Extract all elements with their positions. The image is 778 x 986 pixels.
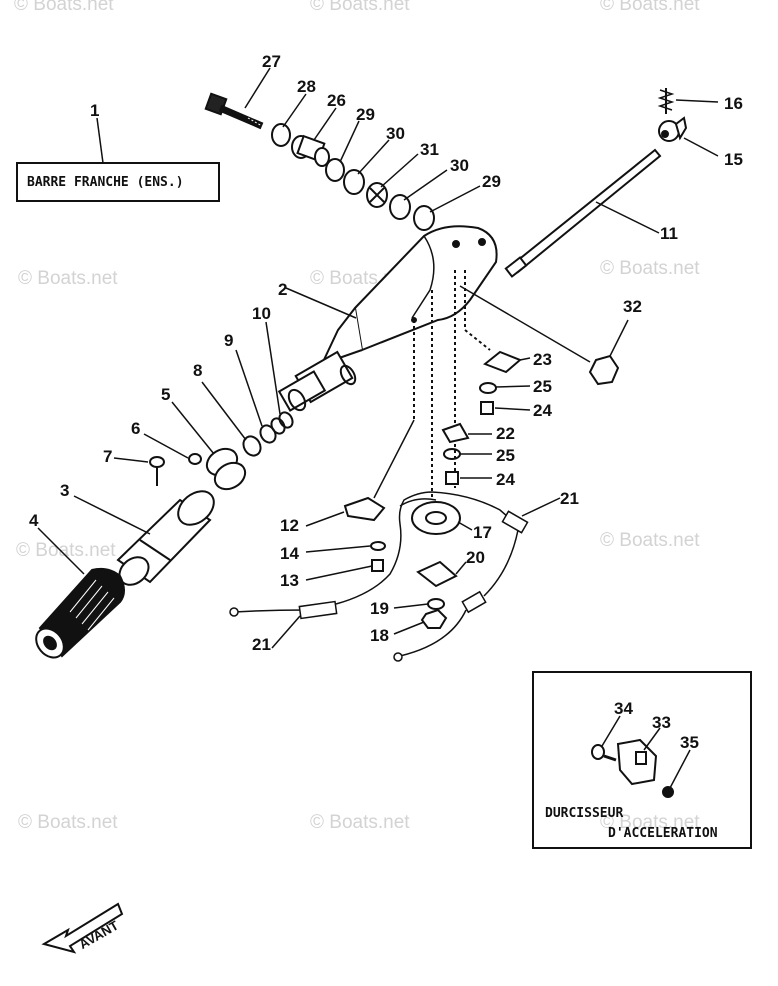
washer-29b — [413, 205, 435, 231]
callout-17: 17 — [473, 523, 492, 542]
ball-joint-15 — [658, 116, 688, 142]
screw-13 — [371, 559, 384, 572]
callout-18: 18 — [370, 626, 389, 645]
washer-9 — [259, 424, 277, 444]
throttle-rod-11 — [504, 148, 662, 278]
callout-2: 2 — [278, 280, 288, 299]
callout-13: 13 — [280, 571, 299, 590]
inset-box — [532, 671, 752, 849]
callout-32: 32 — [623, 297, 642, 316]
callout-21b: 21 — [560, 489, 579, 508]
callout-25a: 25 — [533, 377, 552, 396]
callout-33: 33 — [652, 713, 671, 732]
callout-29a: 29 — [356, 105, 375, 124]
watermark: © Boats.net — [18, 268, 118, 289]
callout-4: 4 — [29, 511, 39, 530]
front-arrow — [41, 902, 124, 954]
watermark: © Boats.net — [600, 812, 700, 833]
callout-29b: 29 — [482, 172, 501, 191]
watermark: © Boats.net — [18, 812, 118, 833]
watermark: © Boats.net — [14, 0, 114, 15]
watermark: © Boats.net — [310, 0, 410, 15]
callout-11: 11 — [660, 224, 678, 243]
callout-20: 20 — [466, 548, 485, 567]
callout-22: 22 — [496, 424, 515, 443]
washer-25b — [443, 448, 461, 460]
title-box-label: BARRE FRANCHE (ENS.) — [27, 175, 184, 190]
nut-32 — [588, 354, 620, 386]
watermark: © Boats.net — [600, 0, 700, 15]
washer-28 — [271, 123, 291, 147]
washer-19 — [427, 598, 445, 610]
clip-22 — [441, 422, 470, 444]
screw-7 — [149, 456, 165, 486]
callout-1: 1 — [90, 101, 100, 120]
watermark: © Boats.net — [310, 812, 410, 833]
callout-30b: 30 — [450, 156, 469, 175]
callout-35: 35 — [680, 733, 699, 752]
tiller-bracket-2 — [277, 225, 498, 412]
washer-29 — [325, 158, 345, 182]
callout-12: 12 — [280, 516, 299, 535]
callout-16: 16 — [724, 94, 743, 113]
callout-26: 26 — [327, 91, 346, 110]
grip-4 — [35, 567, 125, 659]
washer-30b — [389, 194, 411, 220]
callout-5: 5 — [161, 385, 171, 404]
callout-34: 34 — [614, 699, 633, 718]
screw-6 — [188, 453, 202, 465]
callout-21a: 21 — [252, 635, 271, 654]
throttle-pulley-17 — [399, 498, 461, 535]
callout-19: 19 — [370, 599, 389, 618]
callout-15: 15 — [724, 150, 743, 169]
callout-3: 3 — [60, 481, 70, 500]
callout-24b: 24 — [496, 470, 515, 489]
collar-26 — [291, 134, 330, 167]
washer-8 — [242, 435, 262, 457]
throttle-cable-21 — [229, 491, 529, 662]
callout-23: 23 — [533, 350, 552, 369]
callout-8: 8 — [193, 361, 203, 380]
bolt-27 — [204, 92, 264, 130]
callout-30a: 30 — [386, 124, 405, 143]
inset-caption-line-2: D'ACCELERATION — [608, 826, 718, 841]
screw-24b — [445, 471, 459, 485]
inset-parts — [591, 715, 691, 798]
callout-28: 28 — [297, 77, 316, 96]
clip-23 — [483, 350, 522, 374]
spring-washer-31 — [366, 182, 388, 208]
watermark: © Boats.net — [600, 530, 700, 551]
washer-14 — [370, 541, 386, 551]
callout-31: 31 — [420, 140, 439, 159]
washer-25 — [479, 382, 497, 394]
callout-24a: 24 — [533, 401, 552, 420]
friction-parts-10 — [270, 411, 294, 435]
nut-18 — [420, 608, 448, 629]
throttle-shaft-3 — [116, 490, 215, 586]
callout-6: 6 — [131, 419, 141, 438]
watermark: © Boats.net — [16, 540, 116, 561]
screw-24 — [480, 401, 494, 415]
callout-7: 7 — [103, 447, 113, 466]
callout-14: 14 — [280, 544, 299, 563]
callout-27: 27 — [262, 52, 281, 71]
washer-30 — [343, 169, 365, 195]
callout-9: 9 — [224, 331, 234, 350]
collar-5 — [205, 447, 247, 491]
plate-20 — [416, 560, 458, 588]
bracket-12 — [343, 496, 386, 522]
callout-10: 10 — [252, 304, 271, 323]
callout-25b: 25 — [496, 446, 515, 465]
inset-caption-line-1: DURCISSEUR — [545, 806, 624, 821]
watermark: © Boats.net — [600, 258, 700, 279]
title-box — [16, 162, 220, 202]
spring-16 — [657, 88, 675, 114]
